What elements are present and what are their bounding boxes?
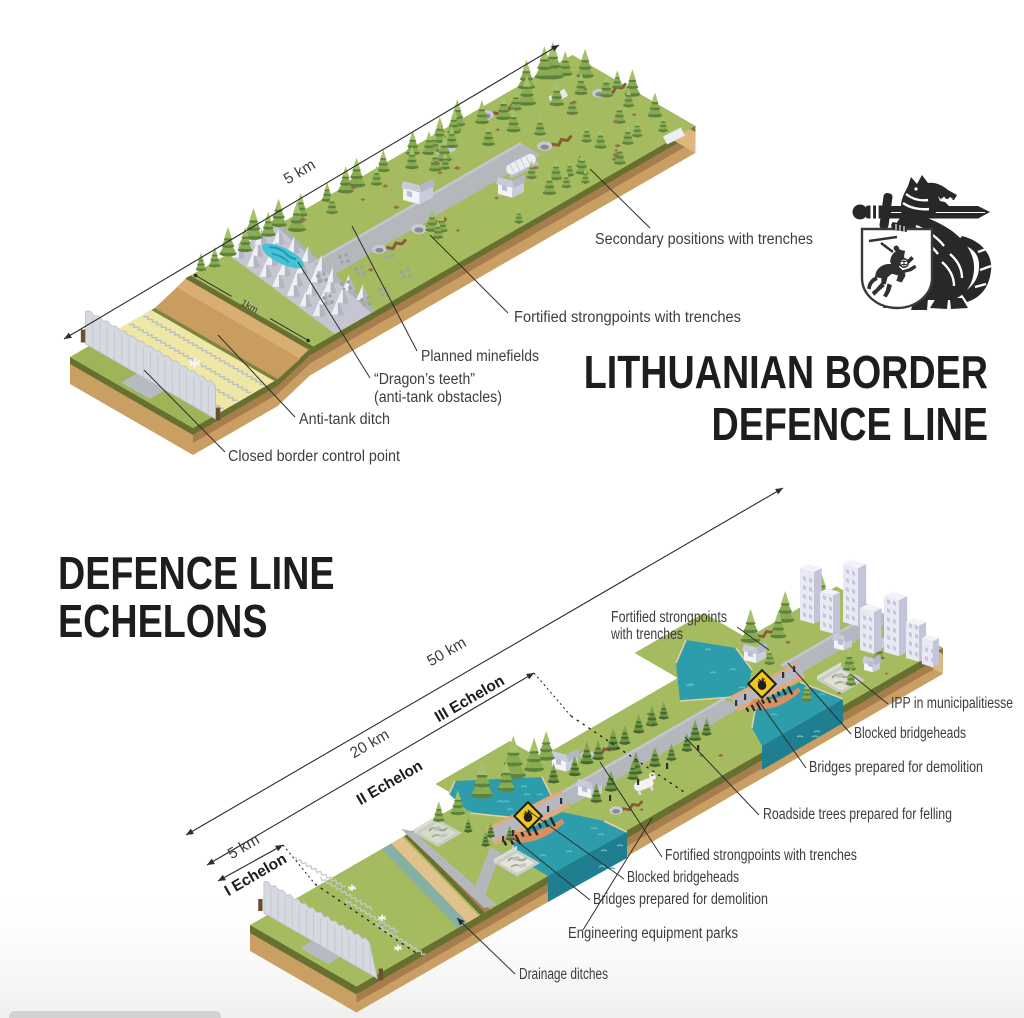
svg-text:Bridges prepared for demolitio: Bridges prepared for demolition [593, 891, 768, 908]
svg-text:Blocked bridgeheads: Blocked bridgeheads [854, 725, 966, 742]
svg-text:Roadside trees prepared for fe: Roadside trees prepared for felling [763, 806, 952, 823]
svg-text:ECHELONS: ECHELONS [58, 595, 267, 646]
svg-text:DEFENCE LINE: DEFENCE LINE [58, 547, 335, 598]
svg-text:DEFENCE LINE: DEFENCE LINE [711, 398, 988, 449]
svg-text:LITHUANIAN BORDER: LITHUANIAN BORDER [584, 346, 988, 397]
svg-text:Bridges prepared for demolitio: Bridges prepared for demolition [809, 759, 983, 776]
svg-text:Secondary positions with trenc: Secondary positions with trenches [595, 231, 813, 248]
svg-text:Blocked bridgeheads: Blocked bridgeheads [627, 869, 739, 886]
svg-text:Drainage ditches: Drainage ditches [519, 966, 608, 983]
svg-text:with trenches: with trenches [610, 626, 683, 643]
svg-text:Engineering equipment parks: Engineering equipment parks [568, 925, 738, 942]
svg-text:Fortified strongpoints: Fortified strongpoints [611, 609, 727, 626]
svg-text:IPP in municipalitiesse: IPP in municipalitiesse [891, 695, 1013, 712]
svg-text:Anti-tank ditch: Anti-tank ditch [299, 411, 390, 428]
svg-text:Closed border control point: Closed border control point [228, 448, 401, 465]
svg-text:Fortified strongpoints with tr: Fortified strongpoints with trenches [665, 847, 857, 864]
svg-text:Fortified strongpoints with tr: Fortified strongpoints with trenches [514, 309, 741, 326]
svg-text:Planned minefields: Planned minefields [421, 348, 539, 365]
svg-text:“Dragon’s teeth”: “Dragon’s teeth” [374, 371, 475, 388]
svg-text:(anti-tank obstacles): (anti-tank obstacles) [374, 389, 502, 406]
